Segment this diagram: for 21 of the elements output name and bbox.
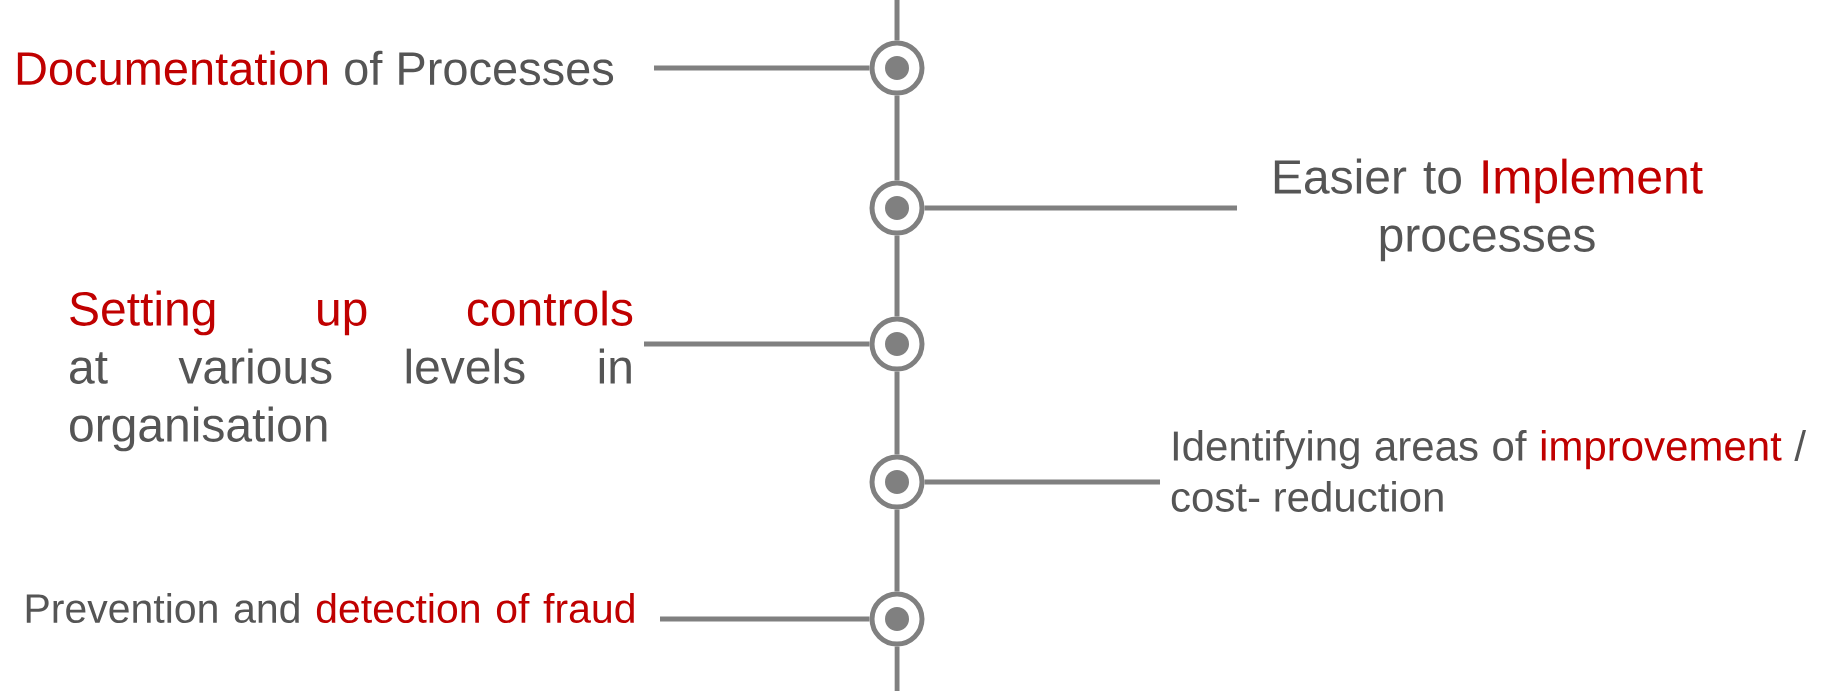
connector-line <box>924 479 1160 485</box>
connector-line <box>660 616 870 622</box>
timeline-label: Prevention and detection of fraud <box>26 592 634 624</box>
timeline-line <box>894 509 900 592</box>
timeline-marker <box>869 180 925 236</box>
timeline-label: Easier to Implement processes <box>1274 158 1703 262</box>
timeline-marker <box>869 591 925 647</box>
timeline-line <box>894 371 900 455</box>
timeline-marker <box>869 316 925 372</box>
connector-line <box>654 65 870 71</box>
connector-line <box>924 205 1237 211</box>
connector-line <box>644 341 870 347</box>
timeline-label: Identifying areas of improvement / cost- reduction <box>1171 430 1806 512</box>
timeline-line <box>894 0 900 41</box>
timeline-label: Documentation of Processes <box>17 50 614 86</box>
timeline-line <box>894 646 900 691</box>
timeline-marker <box>869 454 925 510</box>
timeline-label: Setting up controls at various levels in organisation <box>70 290 633 452</box>
timeline-line <box>894 235 900 317</box>
timeline-line <box>894 95 900 181</box>
timeline-marker <box>869 40 925 96</box>
